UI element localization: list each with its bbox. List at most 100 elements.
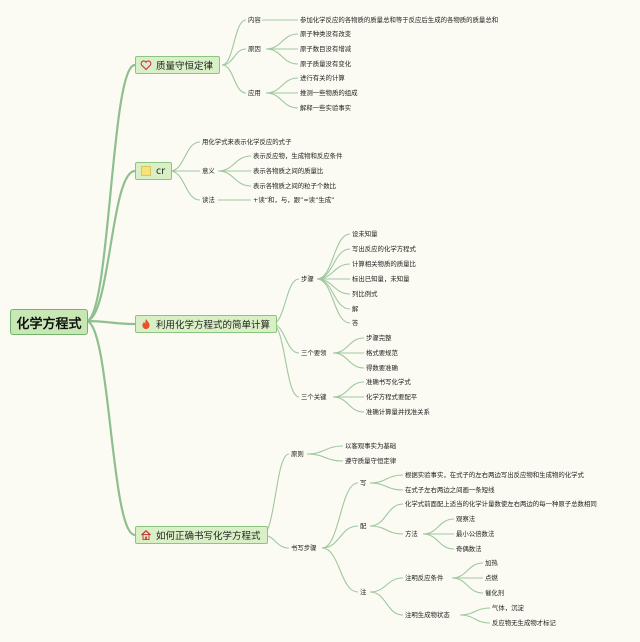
yingyong-item: 解释一些实验事实: [300, 104, 352, 112]
yiyi-item: 表示反应物，生成物和反应条件: [253, 152, 343, 160]
connector-line: [221, 19, 247, 66]
guanjian-item: 化学方程式要配平: [366, 393, 418, 401]
connector-line: [451, 577, 484, 594]
buzhou-item: 列比例式: [352, 290, 378, 298]
branch-mass-conservation[interactable]: 质量守恒定律: [135, 56, 221, 74]
guanjian-item: 准确计算量并找准关系: [366, 408, 430, 416]
branch-write-equations[interactable]: 如何正确书写化学方程式: [135, 526, 268, 544]
connector-line: [321, 525, 359, 549]
connector-line: [85, 319, 136, 326]
connector-line: [459, 614, 491, 624]
guanjian-item: 准确书写化学式: [366, 378, 411, 386]
yaoling-item: 步骤完整: [366, 334, 392, 342]
label-tiaojian: 注明反应条件: [405, 574, 444, 582]
yingyong-item: 进行有关的计算: [300, 74, 345, 82]
connector-line: [321, 547, 359, 593]
yaoling-item: 得数要准确: [366, 364, 398, 372]
connector-line: [221, 64, 247, 94]
connector-line: [261, 453, 290, 536]
label-zhuangtai: 注明生成物状态: [405, 611, 450, 619]
connector-line: [369, 525, 404, 535]
connector-line: [169, 170, 201, 201]
buzhou-item: 设未知量: [352, 230, 378, 238]
definition-text: 用化学式来表示化学反应的式子: [202, 138, 292, 146]
yuanyin-item: 原子质量没有变化: [300, 60, 352, 68]
zhuangtai-item: 反应物无生成物才标记: [492, 619, 556, 627]
label-xie: 写: [360, 479, 367, 487]
sticky-note-icon: [140, 165, 152, 177]
connector-line: [321, 482, 359, 549]
connector-line: [316, 278, 351, 324]
connector-line: [316, 233, 351, 280]
label-sange-yaoling: 三个要领: [301, 349, 327, 357]
connector-line: [369, 482, 404, 491]
connector-line: [422, 533, 455, 550]
yingyong-item: 推测一些物质的组成: [300, 89, 358, 97]
tiaojian-item: 点燃: [485, 574, 498, 582]
branch-simple-calculation[interactable]: 利用化学方程式的简单计算: [135, 315, 278, 333]
label-dufa: 读法: [202, 196, 215, 204]
connector-line: [332, 337, 365, 354]
root-node[interactable]: 化学方程式: [10, 309, 88, 335]
branch-label: cr: [156, 165, 166, 177]
branch-label: 如何正确书写化学方程式: [156, 531, 261, 542]
connector-line: [316, 248, 351, 280]
connector-line: [217, 155, 252, 172]
label-pei: 配: [360, 522, 367, 530]
connector-line: [217, 170, 252, 187]
yiyi-item: 表示各物质之间的质量比: [253, 167, 324, 175]
connector-line: [369, 591, 404, 616]
buzhou-item: 写出反应的化学方程式: [352, 245, 416, 253]
zhuangtai-item: 气体，沉淀: [492, 604, 524, 612]
branch-label: 质量守恒定律: [156, 61, 214, 72]
fire-icon: [140, 318, 152, 330]
tiaojian-item: 催化剂: [485, 589, 505, 597]
pei-text: 化学式前面配上适当的化学计量数使左右两边的每一种原子总数相同: [405, 500, 597, 508]
connector-line: [306, 445, 344, 455]
yiyi-item: 表示各物质之间的粒子个数比: [253, 182, 337, 190]
label-buzhou: 步骤: [301, 275, 314, 283]
branch-cr[interactable]: cr: [135, 162, 173, 180]
yuanyin-item: 原子数目没有增减: [300, 45, 352, 53]
label-yuanyin: 原因: [248, 45, 261, 53]
label-fangfa: 方法: [405, 530, 418, 538]
label-sange-guanjian: 三个关键: [301, 393, 327, 401]
connector-line: [369, 503, 404, 527]
connector-line: [85, 169, 136, 323]
connector-line: [271, 323, 300, 398]
yuanyin-item: 原子种类没有改变: [300, 30, 352, 38]
buzhou-item: 标出已知量，未知量: [352, 275, 410, 283]
connector-line: [265, 48, 299, 65]
connector-line: [332, 396, 365, 413]
connector-line: [451, 562, 484, 579]
connector-line: [369, 577, 404, 593]
connector-line: [306, 453, 344, 462]
fangfa-item: 奇偶数法: [456, 545, 482, 553]
connector-line: [221, 48, 247, 66]
connector-line: [85, 319, 136, 537]
label-yiyi: 意义: [202, 167, 215, 175]
buzhou-item: 答: [352, 319, 359, 327]
fangfa-item: 最小公倍数法: [456, 530, 495, 538]
yuanze-item: 遵守质量守恒定律: [345, 457, 397, 465]
connector-line: [265, 33, 299, 50]
connector-line: [85, 63, 136, 323]
buzhou-item: 计算相关物质的质量比: [352, 260, 416, 268]
label-zhu: 注: [360, 588, 367, 596]
connector-line: [332, 352, 365, 369]
label-yingyong: 应用: [248, 89, 261, 97]
tiaojian-item: 加热: [485, 559, 498, 567]
connector-line: [316, 278, 351, 295]
connector-line: [332, 381, 365, 398]
branch-label: 利用化学方程式的简单计算: [156, 320, 271, 331]
yaoling-item: 格式要规范: [366, 349, 398, 357]
neirong-text: 参加化学反应的各物质的质量总和等于反应后生成的各物质的质量总和: [300, 16, 499, 24]
house-icon: [140, 529, 152, 541]
connector-line: [369, 474, 404, 484]
connector-line: [265, 92, 299, 109]
heart-icon: [140, 59, 152, 71]
xie-item: 根据实验事实，在式子的左右两边写出反应物和生成物的化学式: [405, 471, 584, 479]
connector-line: [265, 77, 299, 94]
connector-line: [422, 518, 455, 535]
